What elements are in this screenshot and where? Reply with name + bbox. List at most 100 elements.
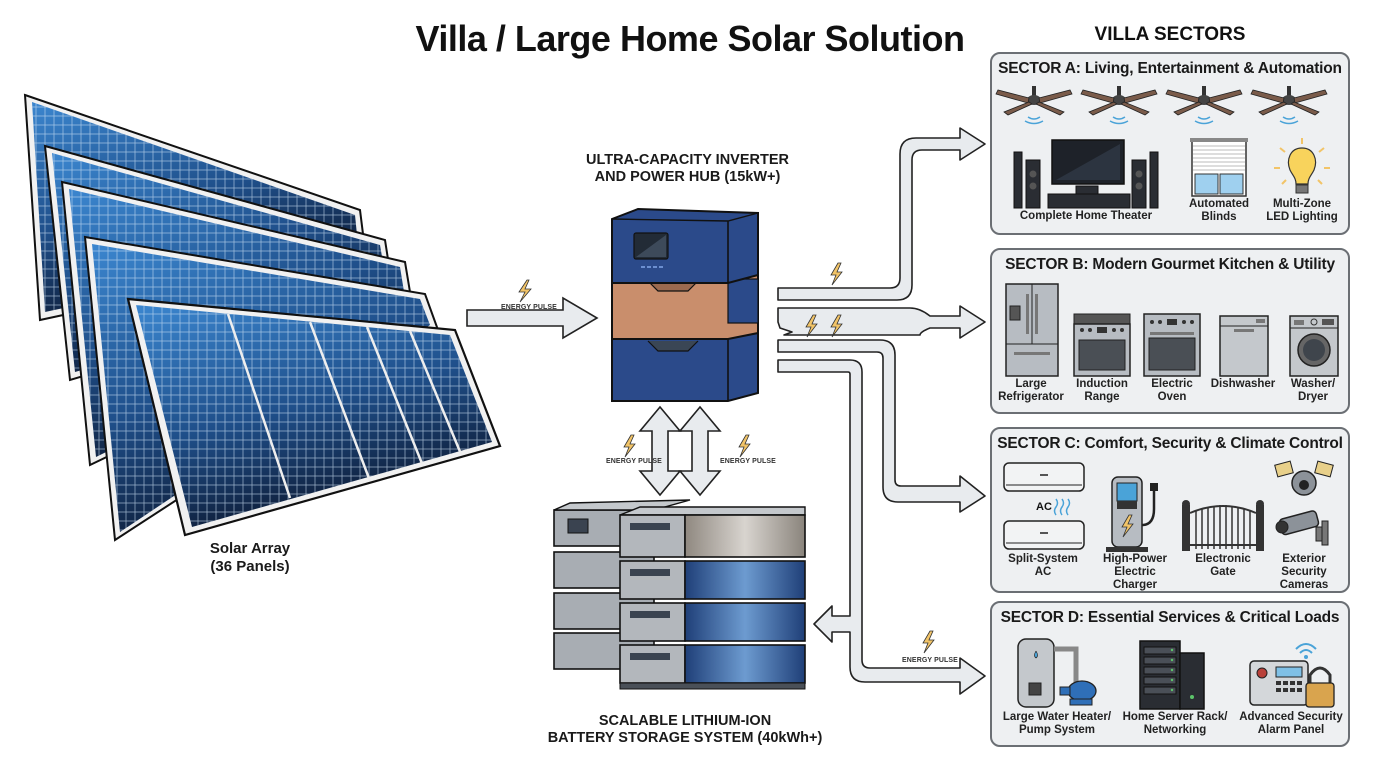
sector-a-title: SECTOR A: Living, Entertainment & Automa… (998, 60, 1342, 77)
up-down-arrow-icon (678, 405, 722, 497)
lightning-bolt-icon (922, 630, 935, 654)
battery-label-line1: SCALABLE LITHIUM-ION (598, 713, 772, 729)
battery-storage (550, 495, 810, 705)
arrow-to-sector-d (777, 359, 986, 695)
lightning-bolt-icon (738, 434, 751, 458)
energy-pulse-label: ENERGY PULSE (902, 657, 958, 664)
sector-d: SECTOR D: Essential Services & Critical … (990, 601, 1350, 747)
light-bulb-icon (1274, 138, 1330, 194)
induction-range-caption-l1: Induction (1076, 378, 1128, 390)
sector-b-title: SECTOR B: Modern Gourmet Kitchen & Utili… (1005, 256, 1335, 273)
inverter-power-hub (608, 205, 768, 405)
split-ac-caption-l1: Split-System (1008, 553, 1078, 565)
distribution-flows: ENERGY PULSE (770, 120, 990, 700)
sector-a: SECTOR A: Living, Entertainment & Automa… (990, 52, 1350, 235)
induction-range-icon (1073, 313, 1131, 377)
ceiling-fan-icon (1080, 86, 1158, 125)
ac-badge: AC (1036, 501, 1052, 513)
right-arrow-icon (466, 279, 599, 340)
energy-pulse-label: ENERGY PULSE (606, 458, 662, 465)
home-theater: Complete Home Theater (1006, 138, 1166, 223)
villa-sectors-title: VILLA SECTORS (1094, 24, 1246, 45)
security-camera-icon (1274, 460, 1334, 546)
solar-array-label-line1: Solar Array (209, 540, 291, 557)
cameras-caption-l2: Cameras (1279, 579, 1329, 592)
blinds-caption-l1: Automated (1188, 198, 1250, 210)
home-theater-icon (1013, 139, 1159, 209)
alarm-panel-caption-l1: Advanced Security (1239, 711, 1343, 723)
battery-label-line2: BATTERY STORAGE SYSTEM (40kWh+) (547, 730, 823, 747)
dishwasher-caption: Dishwasher (1210, 378, 1276, 391)
refrigerator-icon (1005, 283, 1059, 377)
gate-caption-l2: Gate (1210, 566, 1236, 579)
energy-pulse-label: ENERGY PULSE (720, 458, 776, 465)
gate-icon (1182, 500, 1264, 551)
dishwasher: Dishwasher (1210, 312, 1276, 391)
sector-b: SECTOR B: Modern Gourmet Kitchen & Utili… (990, 248, 1350, 414)
water-heater-icon (1017, 638, 1097, 708)
cameras-caption-l1: Exterior Security (1281, 553, 1327, 579)
solar-array-label: Solar Array (36 Panels) (170, 540, 330, 575)
ceiling-fan-icon (1165, 86, 1243, 125)
inverter-label-line1: ULTRA-CAPACITY INVERTER (586, 152, 789, 168)
washing-machine-icon (1289, 315, 1339, 377)
lightning-bolt-icon (830, 314, 843, 338)
water-heater-caption-l2: Pump System (1018, 724, 1096, 737)
washer-dryer-caption: Washer/Dryer (1280, 378, 1346, 404)
washer-dryer: Washer/Dryer (1280, 312, 1346, 404)
washer-dryer-caption-l1: Washer/ (1290, 378, 1336, 390)
solar-to-inverter-flow: ENERGY PULSE (465, 279, 600, 350)
sector-d-title: SECTOR D: Essential Services & Critical … (1000, 609, 1340, 626)
server-rack-caption-l1: Home Server Rack/ (1122, 711, 1228, 723)
lightning-bolt-icon (805, 314, 818, 338)
water-heater-caption-l1: Large Water Heater/ (1002, 711, 1112, 723)
lightning-bolt-icon (830, 262, 843, 286)
gate-caption-l1: Electronic (1195, 553, 1251, 565)
ev-charger-caption-l1: High-Power (1103, 553, 1167, 565)
electric-oven-icon (1143, 313, 1201, 377)
water-heater-pump: Large Water Heater/Pump System (998, 635, 1116, 737)
refrigerator-caption-l1: Large (1015, 378, 1047, 390)
dishwasher-caption-l1: Dishwasher (1210, 378, 1276, 390)
inverter-label: ULTRA-CAPACITY INVERTER AND POWER HUB (1… (545, 152, 830, 186)
energy-pulse-label: ENERGY PULSE (501, 304, 557, 311)
solar-array-label-line2: (36 Panels) (210, 557, 290, 575)
washer-dryer-caption-l2: Dryer (1297, 391, 1329, 404)
ceiling-fan-icon (1250, 86, 1328, 125)
lighting-caption-l1: Multi-Zone (1272, 198, 1332, 210)
bidirectional-arrows (623, 405, 751, 497)
alarm-panel-icon (1249, 643, 1335, 708)
inverter-label-line2: AND POWER HUB (15kW+) (594, 169, 781, 186)
distribution-arrows (777, 127, 986, 695)
page-title: Villa / Large Home Solar Solution (415, 18, 965, 59)
padlock-icon (1305, 682, 1335, 708)
server-rack-caption: Home Server Rack/Networking (1120, 711, 1230, 737)
solar-row-5 (126, 297, 502, 537)
arrow-to-sector-b (777, 305, 986, 339)
ev-charger-caption-l2: Electric Charger (1112, 566, 1158, 592)
window-blinds-icon (1190, 138, 1248, 197)
electric-oven-caption-l2: Oven (1157, 391, 1187, 404)
induction-range-caption-l2: Range (1084, 391, 1120, 404)
battery-label: SCALABLE LITHIUM-ION BATTERY STORAGE SYS… (520, 713, 850, 747)
lightning-bolt-icon (518, 279, 532, 303)
home-server-rack: Home Server Rack/Networking (1120, 639, 1230, 737)
